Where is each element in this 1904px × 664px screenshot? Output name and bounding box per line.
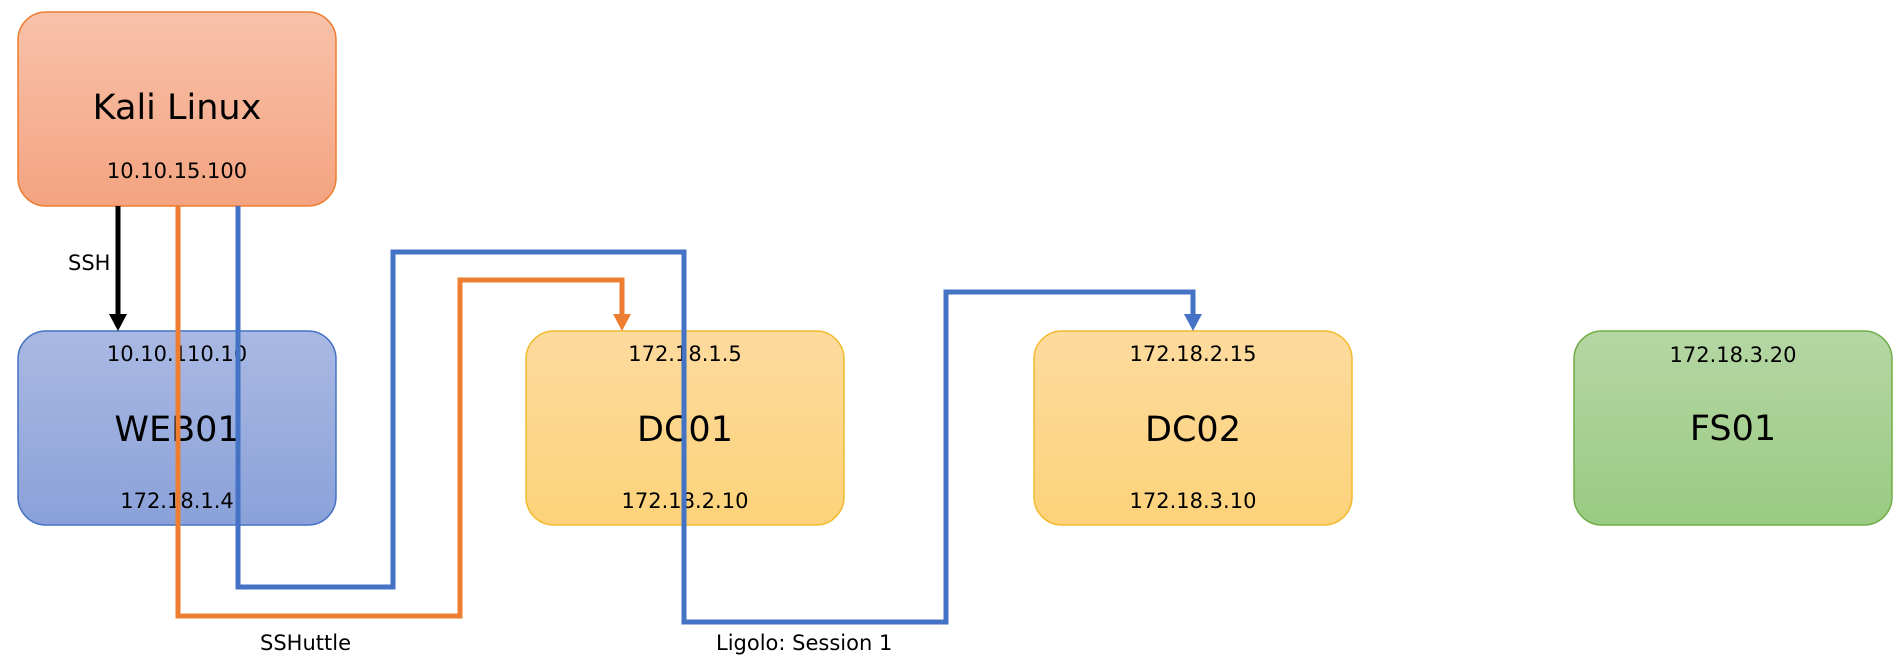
ligolo-label: Ligolo: Session 1 [716, 631, 892, 655]
node-dc02-ip-top: 172.18.2.15 [1130, 342, 1257, 366]
node-kali-linux: Kali Linux 10.10.15.100 [17, 11, 337, 207]
edge-sshuttle: SSHuttle [175, 206, 631, 655]
node-kali-ip: 10.10.15.100 [107, 159, 247, 183]
edge-ligolo: Ligolo: Session 1 [235, 206, 1202, 655]
sshuttle-arrowhead [613, 314, 631, 331]
edge-ssh: SSH [68, 206, 127, 331]
sshuttle-label: SSHuttle [260, 631, 351, 655]
ssh-arrowhead [109, 314, 127, 331]
node-dc02-ip-bottom: 172.18.3.10 [1130, 489, 1257, 513]
node-fs01-ip-top: 172.18.3.20 [1670, 343, 1797, 367]
ligolo-arrowhead [1184, 314, 1202, 331]
ssh-label: SSH [68, 251, 110, 275]
node-dc02: 172.18.2.15 DC02 172.18.3.10 [1033, 330, 1353, 526]
node-kali-title: Kali Linux [93, 88, 262, 128]
node-fs01-title: FS01 [1690, 409, 1776, 449]
node-fs01: 172.18.3.20 FS01 [1573, 330, 1893, 526]
sshuttle-path [175, 206, 625, 619]
ligolo-path-1 [235, 206, 1196, 625]
node-dc02-title: DC02 [1145, 410, 1241, 450]
